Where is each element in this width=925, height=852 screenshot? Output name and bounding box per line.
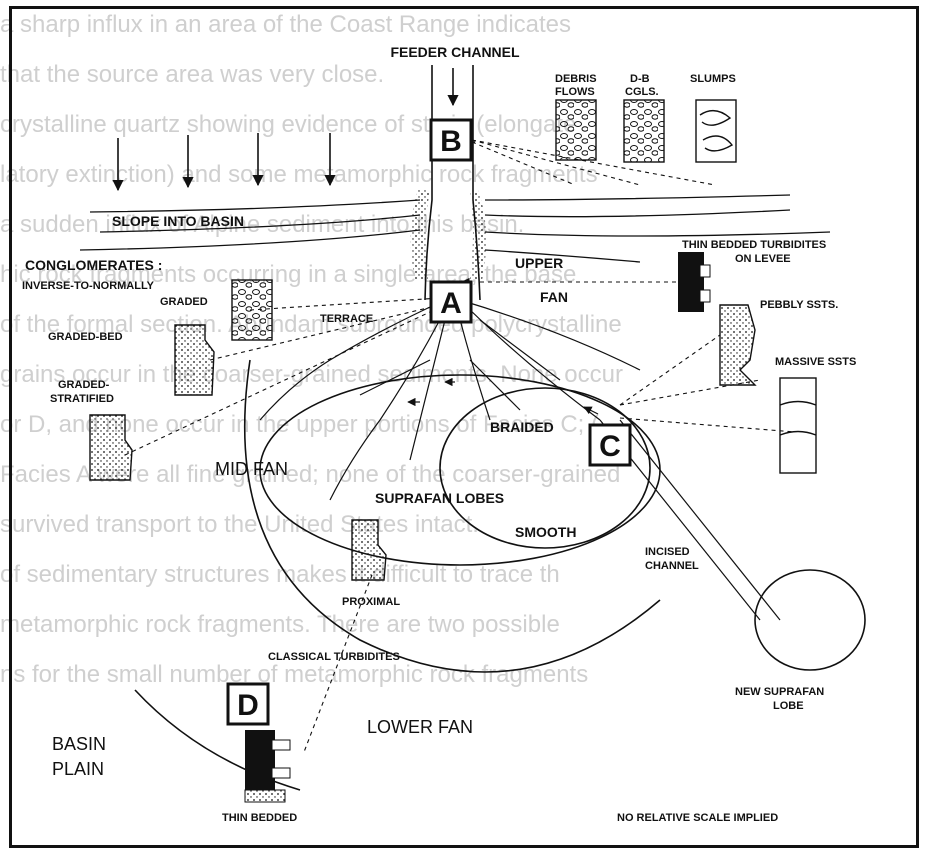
inverse-normal-label-2: GRADED — [160, 296, 208, 308]
background-text-line: of the formal section. Abundant subround… — [0, 311, 622, 338]
background-text-line: a sudden influx of Alpine sediment into … — [0, 211, 525, 238]
massive-ssts-label: MASSIVE SSTS — [775, 356, 856, 368]
figure-frame — [9, 6, 919, 848]
feeder-channel-label: FEEDER CHANNEL — [390, 44, 520, 60]
background-text-line: crystalline quartz showing evidence of s… — [0, 111, 577, 138]
suprafan-lobe — [439, 387, 651, 549]
basin-plain-outline — [134, 689, 301, 791]
facies-c-letter: C — [599, 430, 621, 463]
thin-bedded-levee-column — [678, 252, 711, 312]
proximal-turbidite-column — [351, 519, 387, 581]
no-scale-note: NO RELATIVE SCALE IMPLIED — [617, 812, 778, 824]
lower-fan-outline — [243, 359, 661, 673]
graded-stratified-label-2: STRATIFIED — [50, 393, 114, 405]
background-text-line: a sharp influx in an area of the Coast R… — [0, 11, 572, 38]
thin-bedded-label: THIN BEDDED — [222, 812, 297, 824]
db-cgls-label-1: D-B — [630, 73, 650, 85]
incised-label-1: INCISED — [645, 546, 690, 558]
levee-right-stipple — [470, 190, 487, 280]
new-suprafan-label-1: NEW SUPRAFAN — [735, 686, 824, 698]
facies-b-letter: B — [440, 125, 462, 158]
levee-left-stipple — [410, 190, 430, 280]
new-suprafan-lobe — [754, 569, 866, 671]
facies-d-letter: D — [237, 689, 259, 722]
braided-label: BRAIDED — [490, 419, 554, 435]
facies-a-letter: A — [440, 287, 462, 320]
graded-stratified-label-1: GRADED- — [58, 379, 110, 391]
graded-bed-column — [174, 324, 215, 396]
graded-bed-label: GRADED-BED — [48, 331, 123, 343]
distributary-channels — [259, 299, 781, 621]
thin-bedded-levee-label-2: ON LEVEE — [735, 253, 791, 265]
debris-flows-label-2: FLOWS — [555, 86, 595, 98]
facies-d-box — [226, 682, 270, 726]
slope-contours — [79, 194, 831, 263]
terrace-label: TERRACE — [320, 313, 373, 325]
classical-turbidites-label: CLASSICAL TURBIDITES — [268, 651, 400, 663]
pebbly-sandstone-column — [719, 304, 757, 386]
mid-fan-lobe — [259, 374, 661, 566]
slumps-label: SLUMPS — [690, 73, 736, 85]
db-cgls-label-2: CGLS. — [625, 86, 659, 98]
facies-b-box — [429, 118, 473, 162]
facies-c-box — [588, 423, 632, 467]
conglomerates-label: CONGLOMERATES : — [25, 257, 162, 273]
pebbly-ssts-label: PEBBLY SSTS. — [760, 299, 838, 311]
thin-bedded-d-column — [244, 730, 291, 803]
incised-label-2: CHANNEL — [645, 560, 699, 572]
inverse-normal-label-1: INVERSE-TO-NORMALLY — [22, 280, 155, 292]
slope-into-basin-label: SLOPE INTO BASIN — [112, 213, 244, 229]
background-text-line: survived transport to the United States … — [0, 511, 479, 538]
facies-a-box — [429, 280, 473, 324]
slump-column — [695, 99, 737, 163]
inverse-normal-graded-column — [231, 279, 273, 341]
debris-flows-label-1: DEBRIS — [555, 73, 597, 85]
new-suprafan-label-2: LOBE — [773, 700, 804, 712]
smooth-label: SMOOTH — [515, 524, 576, 540]
thin-bedded-levee-label-1: THIN BEDDED TURBIDITES — [682, 239, 826, 251]
dashed-connectors — [124, 139, 796, 753]
background-text-line: that the source area was very close. — [0, 61, 385, 88]
suprafan-lobes-label: SUPRAFAN LOBES — [375, 490, 504, 506]
mid-fan-label: MID FAN — [215, 459, 288, 479]
massive-sandstone-column — [779, 377, 817, 474]
lower-fan-label: LOWER FAN — [367, 717, 473, 737]
db-conglomerate-column — [623, 99, 665, 163]
upper-label: UPPER — [515, 255, 563, 271]
slope-arrows — [112, 133, 336, 192]
background-text-line: metamorphic rock fragments. There are tw… — [0, 611, 560, 638]
proximal-label: PROXIMAL — [342, 596, 400, 608]
background-text-line: ns for the small number of metamorphic r… — [0, 661, 589, 688]
plain-label: PLAIN — [52, 759, 104, 779]
graded-stratified-column — [89, 414, 133, 481]
basin-label: BASIN — [52, 734, 106, 754]
fan-label: FAN — [540, 289, 568, 305]
background-text-line: grains occur in the coarser-grained sedi… — [0, 361, 623, 388]
background-text-line: latory extinction) and some metamorphic … — [0, 161, 598, 188]
debris-flow-column — [555, 99, 597, 161]
